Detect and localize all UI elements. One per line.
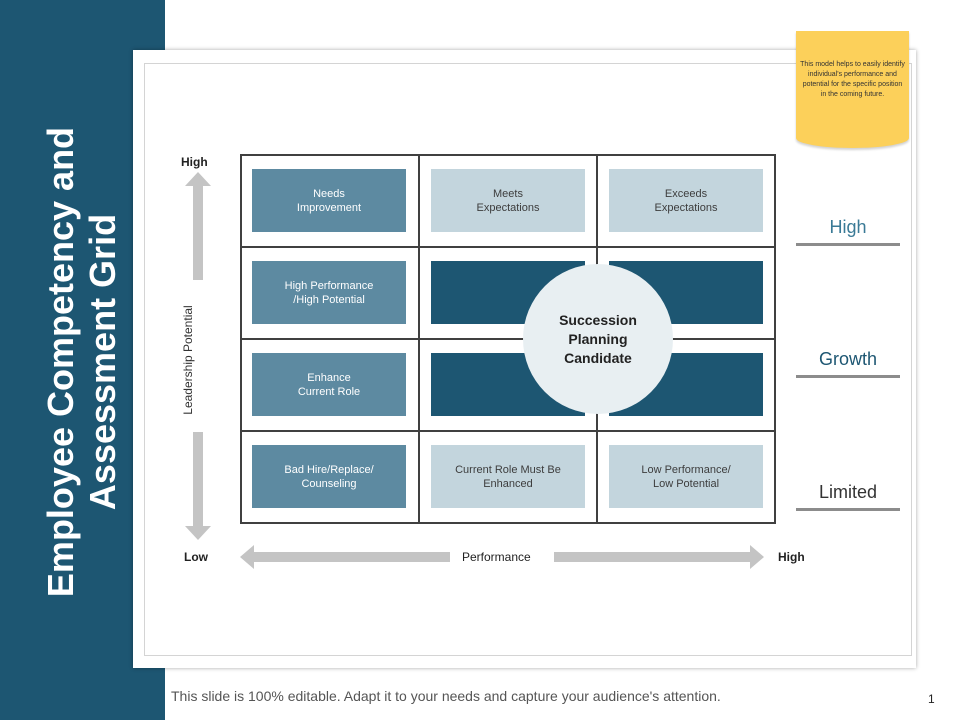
cell-needs-improvement: Needs Improvement [252, 169, 406, 232]
grid-divider [242, 430, 774, 432]
x-axis-arrow [240, 545, 764, 569]
y-axis-high-label: High [181, 155, 208, 169]
x-arrow-left [240, 545, 450, 569]
y-arrow-down [185, 432, 211, 540]
x-axis-low-label: Low [184, 550, 208, 564]
cell-meets-expectations: Meets Expectations [431, 169, 585, 232]
page-number: 1 [928, 692, 935, 706]
sticky-note: This model helps to easily identify indi… [796, 31, 909, 148]
cell-enhance-current-role: Enhance Current Role [252, 353, 406, 416]
grid-divider [242, 246, 774, 248]
cell-high-performance: High Performance /High Potential [252, 261, 406, 324]
level-underline [796, 243, 900, 246]
succession-circle: Succession Planning Candidate [523, 264, 673, 414]
level-limited: Limited [818, 482, 878, 502]
cell-low-performance: Low Performance/ Low Potential [609, 445, 763, 508]
cell-current-role-enhanced: Current Role Must Be Enhanced [431, 445, 585, 508]
y-axis-arrow [185, 172, 211, 540]
level-underline [796, 508, 900, 511]
level-underline [796, 375, 900, 378]
x-axis-high-label: High [778, 550, 805, 564]
level-high: High [829, 217, 867, 237]
grid-divider [242, 338, 774, 340]
level-growth: Growth [818, 349, 878, 369]
cell-bad-hire: Bad Hire/Replace/ Counseling [252, 445, 406, 508]
x-arrow-right [554, 545, 764, 569]
footer-note: This slide is 100% editable. Adapt it to… [171, 688, 721, 704]
slide-title: Employee Competency and Assessment Grid [40, 126, 123, 598]
cell-exceeds-expectations: Exceeds Expectations [609, 169, 763, 232]
note-text: This model helps to easily identify indi… [800, 61, 905, 98]
y-arrow-up [185, 172, 211, 280]
content-frame [144, 63, 912, 656]
succession-label: Succession Planning Candidate [559, 311, 637, 366]
x-axis-label: Performance [462, 550, 531, 564]
